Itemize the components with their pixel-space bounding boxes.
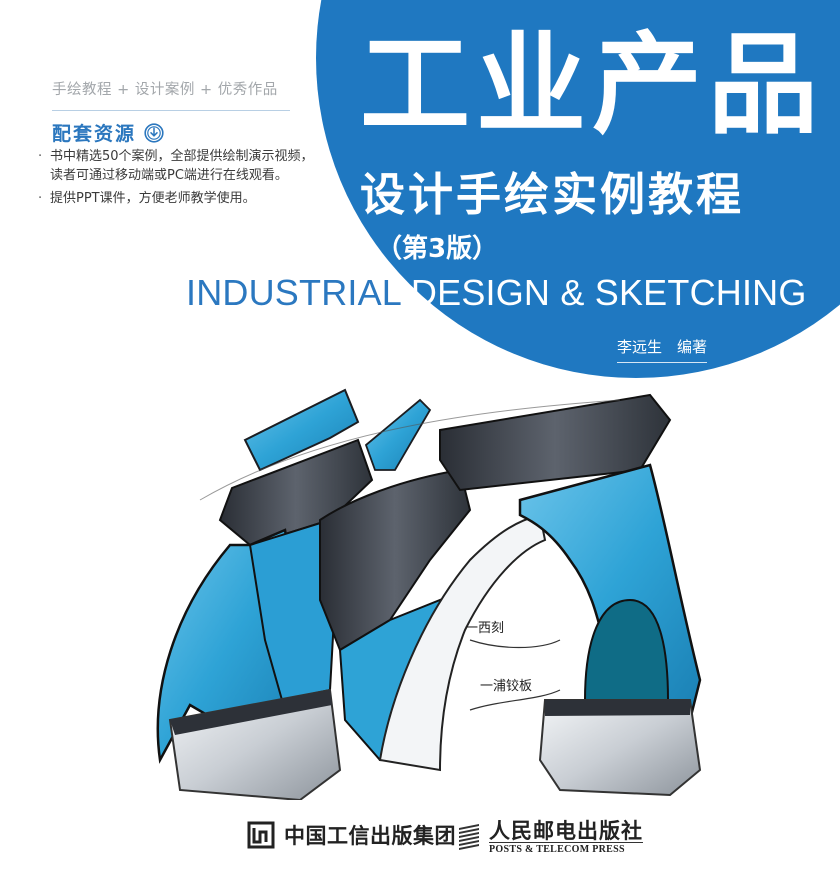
bullet-dot: ·	[38, 149, 43, 164]
resources-list: · 书中精选50个案例，全部提供绘制演示视频， 读者可通过移动端或PC端进行在线…	[38, 147, 314, 208]
miit-publishing-logo-icon	[247, 821, 275, 849]
resource-line: 提供PPT课件，方便老师教学使用。	[50, 191, 256, 206]
download-circle-icon	[144, 122, 164, 143]
publisher-press-name: 人民邮电出版社	[489, 818, 643, 843]
bullet-dot: ·	[38, 191, 43, 206]
resources-heading: 配套资源	[52, 119, 164, 146]
resource-line: 读者可通过移动端或PC端进行在线观看。	[50, 168, 288, 183]
tagline-divider	[52, 110, 290, 111]
tagline: 手绘教程 + 设计案例 + 优秀作品	[52, 82, 278, 98]
resource-line: 书中精选50个案例，全部提供绘制演示视频，	[50, 149, 314, 164]
author-divider	[617, 362, 707, 363]
publisher-group-name: 中国工信出版集团	[284, 823, 456, 848]
product-sketch-illustration: 一西刻 一浦铰板	[156, 388, 702, 800]
resource-item: · 书中精选50个案例，全部提供绘制演示视频， 读者可通过移动端或PC端进行在线…	[38, 147, 314, 185]
english-title-inside: DESIGN & SKETCHING	[410, 272, 807, 313]
sketch-annotation: 一西刻	[465, 621, 504, 636]
edition-label: （第3版）	[376, 234, 499, 264]
resource-item: · 提供PPT课件，方便老师教学使用。	[38, 189, 314, 208]
author-credit: 李远生 编著	[617, 338, 708, 356]
english-title: INDUSTRIAL DESIGN & SKETCHING	[186, 275, 807, 311]
resources-title: 配套资源	[52, 123, 137, 145]
publisher-press-name-en: POSTS & TELECOM PRESS	[489, 844, 625, 855]
publisher-group: 中国工信出版集团	[246, 820, 456, 850]
ptpress-books-logo-icon	[459, 824, 479, 850]
publisher-press: 人民邮电出版社 POSTS & TELECOM PRESS	[455, 820, 643, 856]
english-title-outside: INDUSTRIAL	[186, 272, 411, 313]
book-title: 工业产品	[360, 21, 824, 149]
book-subtitle: 设计手绘实例教程	[360, 168, 745, 221]
sketch-annotation: 一浦铰板	[480, 679, 532, 694]
